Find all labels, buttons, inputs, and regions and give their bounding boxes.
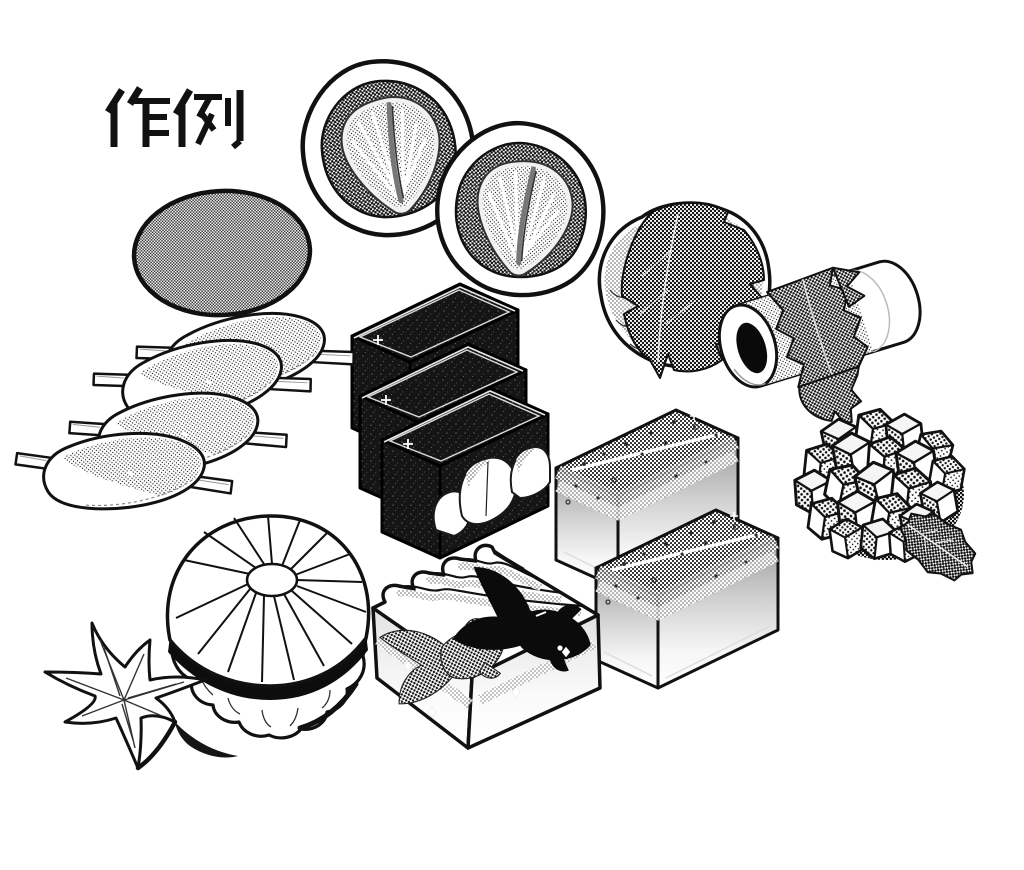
kuri-yokan-box-front [380,386,551,560]
page-title: 作例 [103,92,223,159]
sakura-mochi-roll [717,259,922,425]
petal-lines [175,515,367,683]
leaf-veins [65,639,185,749]
page-title-calligraphy [105,86,244,150]
round-mochi [131,188,313,318]
maple-leaf-sweet [43,621,207,771]
chestnut-pieces [432,446,551,538]
crystal-cluster-leaf [899,512,977,582]
goldfish-jelly-cube [371,543,603,750]
chrysanthemum-monaka [165,514,371,758]
